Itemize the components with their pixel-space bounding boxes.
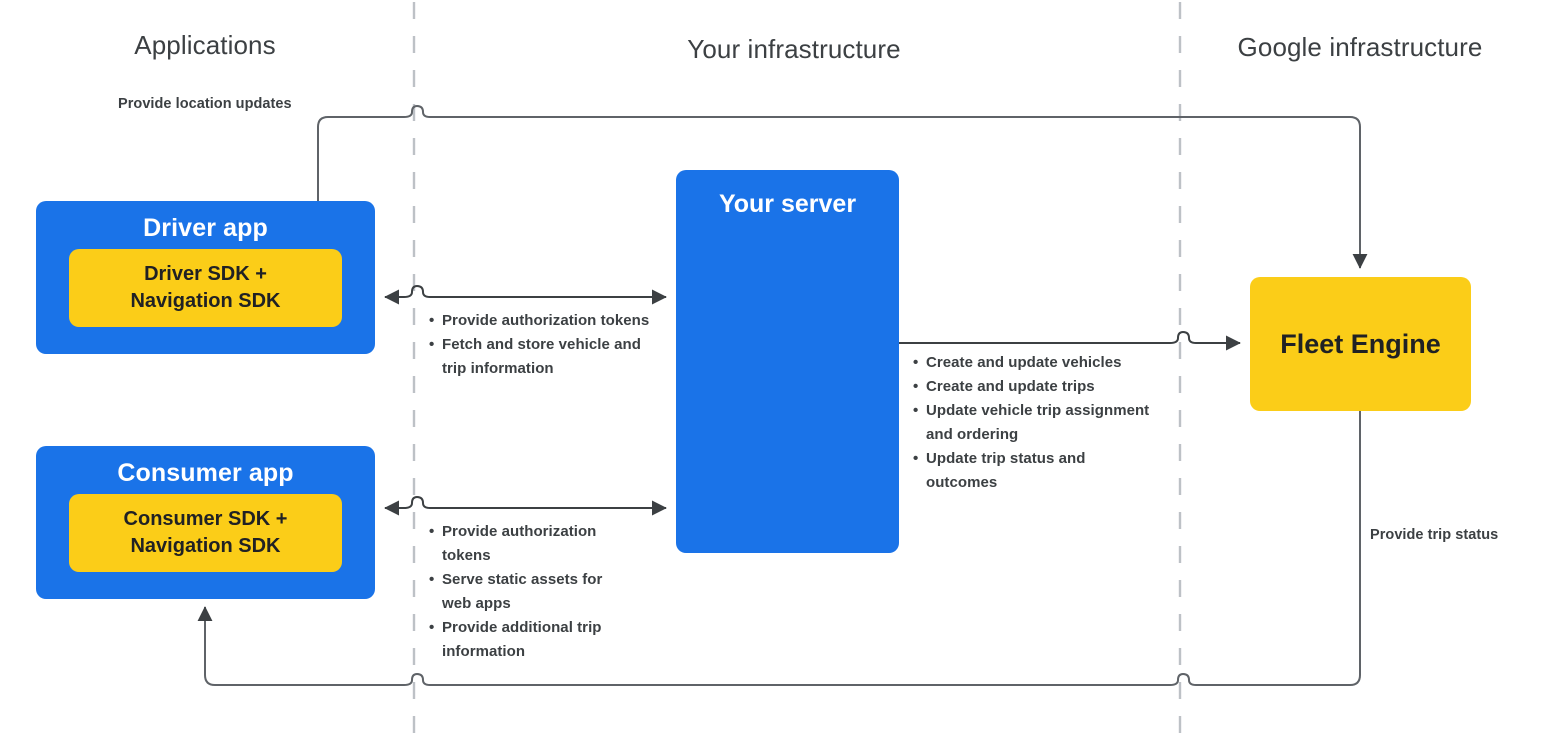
bullet-list: Provide authorization tokensFetch and st… [429,309,659,381]
fleet-engine-title: Fleet Engine [1280,328,1441,359]
column-header-applications: Applications [134,30,276,60]
consumer-sdk-box[interactable]: Consumer SDK + Navigation SDK [69,494,342,572]
bullet-item: Fetch and store vehicle and trip informa… [429,333,659,381]
consumer-sdk-label: Consumer SDK + Navigation SDK [123,508,288,557]
label-provide-trip-status: Provide trip status [1370,527,1499,543]
bullets-consumer-to-server: Provide authorization tokensServe static… [429,520,619,664]
fleet-engine-box[interactable]: Fleet Engine [1250,277,1471,411]
column-header-your-infrastructure: Your infrastructure [687,34,901,64]
consumer-app-box[interactable]: Consumer app Consumer SDK + Navigation S… [36,446,375,599]
wire-driver-server [384,284,667,305]
bullet-item: Update vehicle trip assignment and order… [913,399,1158,447]
driver-sdk-box[interactable]: Driver SDK + Navigation SDK [69,249,342,327]
bullet-item: Update trip status and outcomes [913,447,1158,495]
bullets-driver-to-server: Provide authorization tokensFetch and st… [429,309,659,381]
bullet-item: Serve static assets for web apps [429,568,619,616]
wire-consumer-server [384,495,667,516]
wire-server-engine [899,330,1241,351]
bullet-item: Provide authorization tokens [429,520,619,568]
your-server-box[interactable]: Your server [676,170,899,553]
driver-sdk-label: Driver SDK + Navigation SDK [130,263,281,312]
bullet-list: Provide authorization tokensServe static… [429,520,619,664]
driver-app-box[interactable]: Driver app Driver SDK + Navigation SDK [36,201,375,354]
bullet-item: Create and update trips [913,375,1158,399]
your-server-title: Your server [718,190,857,218]
bullet-list: Create and update vehiclesCreate and upd… [913,351,1158,495]
label-provide-location-updates: Provide location updates [118,96,292,112]
bullet-item: Create and update vehicles [913,351,1158,375]
driver-app-title: Driver app [143,214,268,242]
column-header-google-infrastructure: Google infrastructure [1237,32,1483,62]
bullet-item: Provide authorization tokens [429,309,659,333]
consumer-app-title: Consumer app [117,459,294,487]
bullet-item: Provide additional trip information [429,616,619,664]
bullets-server-to-engine: Create and update vehiclesCreate and upd… [913,351,1158,495]
